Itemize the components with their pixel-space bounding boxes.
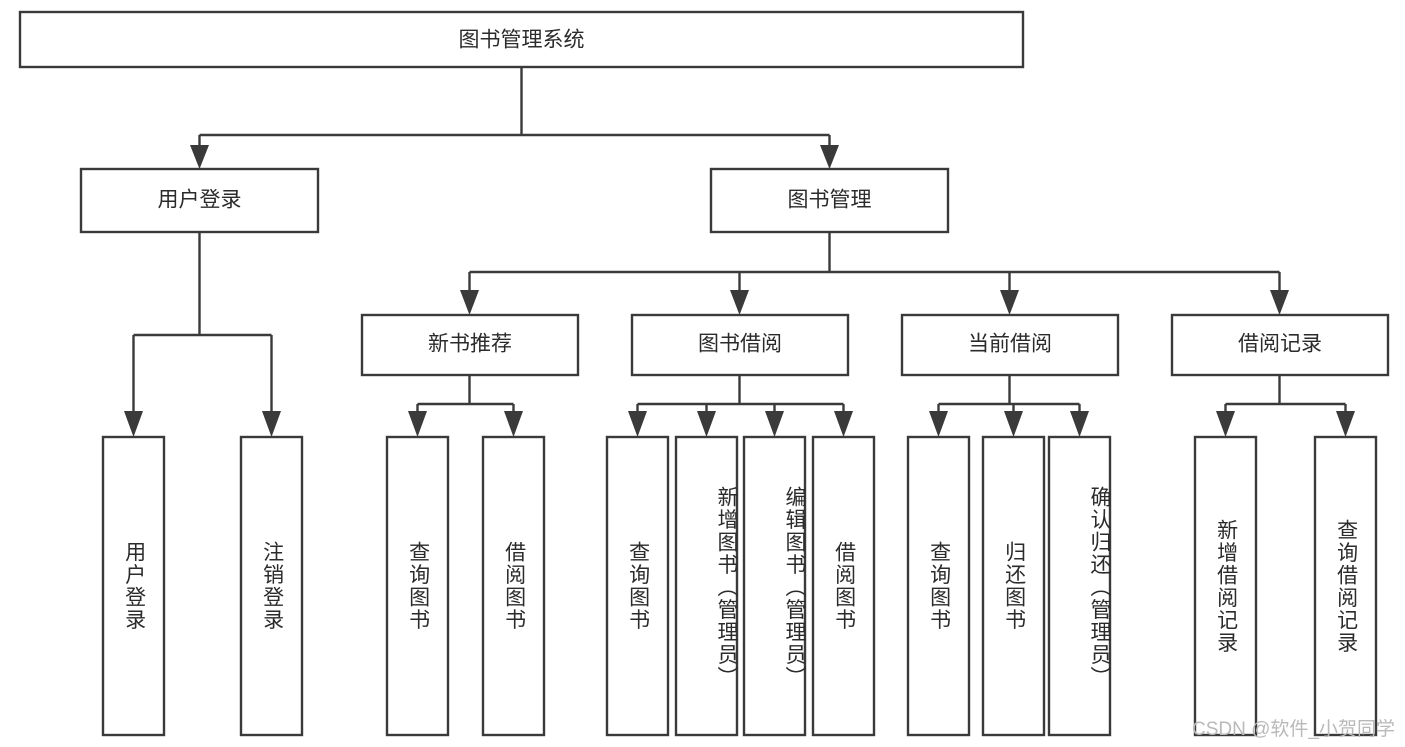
connectors-layer [124, 67, 1355, 437]
node-query-book-3[interactable] [906, 435, 971, 737]
arrow-head-confirm-return-admin [1070, 411, 1089, 437]
nodes-layer: 图书管理系统 用户登录 图书管理 新书推荐 图书借阅 当前借阅 借阅记录 [18, 10, 1390, 737]
node-user-login-label: 用户登录 [158, 189, 242, 212]
arrow-head-query-book-1 [408, 411, 427, 437]
node-root-label: 图书管理系统 [459, 29, 585, 52]
node-new-book-recommend-label: 新书推荐 [428, 333, 512, 356]
node-add-book-admin[interactable] [674, 435, 739, 737]
arrow-head-query-borrow-record [1336, 411, 1355, 437]
arrow-head-return-book [1004, 411, 1023, 437]
node-query-borrow-record[interactable] [1313, 435, 1378, 737]
node-book-manage[interactable] [709, 167, 950, 234]
watermark-text: CSDN @软件_小贺同学 [1192, 719, 1395, 740]
node-book-borrow[interactable] [630, 313, 850, 377]
arrow-head-add-borrow-record [1216, 411, 1235, 437]
arrow-head-current-borrow [1000, 290, 1019, 315]
node-borrow-record[interactable] [1170, 313, 1390, 377]
node-book-manage-label: 图书管理 [788, 189, 872, 212]
arrow-head-book-borrow [730, 290, 749, 315]
node-borrow-book-2[interactable] [811, 435, 876, 737]
node-borrow-record-label: 借阅记录 [1238, 333, 1322, 356]
node-current-borrow-label: 当前借阅 [968, 333, 1052, 356]
arrow-head-user-login [190, 145, 209, 169]
node-return-book[interactable] [981, 435, 1046, 737]
node-borrow-book-1[interactable] [481, 435, 546, 737]
arrow-head-book-manage [820, 145, 839, 169]
arrow-head-borrow-book-1 [504, 411, 523, 437]
node-new-book-recommend[interactable] [360, 313, 580, 377]
node-edit-book-admin[interactable] [742, 435, 807, 737]
arrow-head-query-book-2 [628, 411, 647, 437]
node-query-book-2[interactable] [605, 435, 670, 737]
arrow-head-borrow-book-2 [834, 411, 853, 437]
node-user-login-do[interactable] [101, 435, 166, 737]
arrow-head-query-book-3 [929, 411, 948, 437]
node-confirm-return-admin[interactable] [1047, 435, 1112, 737]
arrow-head-user-login-do [124, 411, 143, 437]
arrow-head-new-book-recommend [460, 290, 479, 315]
node-query-book-1[interactable] [385, 435, 450, 737]
node-user-login[interactable] [79, 167, 320, 234]
node-user-logout[interactable] [239, 435, 304, 737]
arrow-head-user-logout [262, 411, 281, 437]
node-current-borrow[interactable] [900, 313, 1120, 377]
arrow-head-add-book-admin [697, 411, 716, 437]
arrow-head-edit-book-admin [765, 411, 784, 437]
arrow-head-borrow-record [1270, 290, 1289, 315]
node-book-borrow-label: 图书借阅 [698, 333, 782, 356]
node-root[interactable] [18, 10, 1025, 69]
node-add-borrow-record[interactable] [1193, 435, 1258, 737]
